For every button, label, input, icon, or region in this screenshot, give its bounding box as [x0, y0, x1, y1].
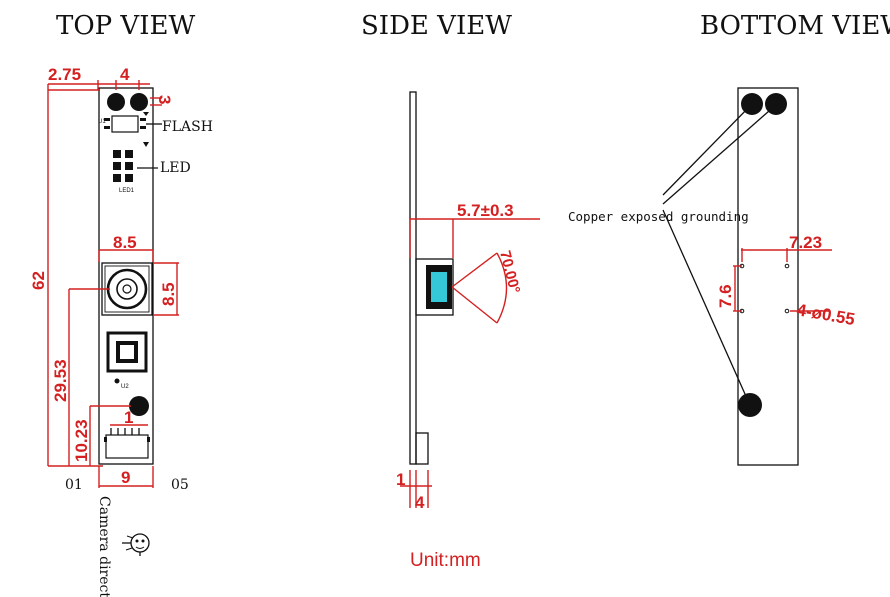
side-lens-profile: [415, 258, 454, 316]
flash-chip: [104, 112, 149, 133]
dim-hole-position: 10.23: [72, 419, 91, 462]
ic-u2: [106, 331, 148, 384]
dim-bottom-hole-x: 7.23: [789, 233, 822, 252]
dim-lens-position: 29.53: [51, 359, 70, 402]
led-block: [113, 142, 149, 182]
dim-bottom-hole-y: 7.6: [716, 284, 735, 308]
side-view: 5.7±0.3 70.00° 1 4: [396, 91, 540, 512]
camera-direction-icon: [122, 533, 150, 556]
grounding-leaders: [662, 103, 778, 404]
top-view-heading: TOP VIEW: [56, 11, 195, 41]
camera-direction-label: Camera direction: [96, 496, 112, 597]
pin-last-label: 05: [171, 477, 189, 493]
grounding-label: Copper exposed grounding: [568, 209, 749, 224]
dim-side-lens-height: 5.7±0.3: [457, 201, 514, 220]
dim-hole-spacing: 4: [120, 65, 130, 84]
dim-hole-right: 3: [155, 95, 174, 104]
top-mounting-hole-left: [107, 93, 125, 111]
silk-u2: U2: [121, 384, 129, 390]
dim-total-length: 62: [29, 271, 48, 290]
side-board-outline: [409, 91, 417, 465]
silk-led1: LED1: [119, 188, 135, 194]
side-connector-profile: [415, 432, 429, 465]
side-view-heading: SIDE VIEW: [361, 11, 512, 41]
top-dimensions: [47, 80, 179, 488]
top-view: U1 FLASH LED1 LED: [29, 65, 213, 597]
top-mounting-hole-bottom: [129, 396, 149, 416]
dim-lens-width: 8.5: [113, 233, 137, 252]
dim-field-of-view: 70.00°: [496, 249, 523, 295]
dim-hole-offset: 2.75: [48, 65, 81, 84]
top-mounting-hole-right: [130, 93, 148, 111]
unit-label: Unit:mm: [410, 550, 481, 571]
top-board-outline: [98, 87, 154, 465]
bottom-view: Copper exposed grounding 7.23 7.6 4-ø0.5…: [568, 87, 856, 466]
dim-connector-small: 1: [124, 408, 133, 427]
fpc-connector: [104, 428, 150, 459]
dim-board-width: 9: [121, 468, 130, 487]
dim-board-thickness: 1: [396, 470, 405, 489]
bottom-board-outline: [737, 87, 799, 466]
bottom-small-holes: [739, 263, 790, 314]
bottom-dimensions: [733, 248, 832, 312]
dim-hole-diameter: 4-ø0.55: [795, 300, 856, 329]
flash-label: FLASH: [162, 119, 213, 135]
ground-pad-bottom: [738, 393, 762, 417]
dim-connector-height: 4: [415, 493, 425, 512]
silk-u1: U1: [98, 119, 106, 125]
bottom-view-heading: BOTTOM VIEW: [700, 11, 890, 41]
led-label: LED: [160, 160, 191, 176]
pin-first-label: 01: [65, 477, 83, 493]
side-dimensions: [400, 218, 540, 508]
dim-lens-height: 8.5: [159, 282, 178, 306]
